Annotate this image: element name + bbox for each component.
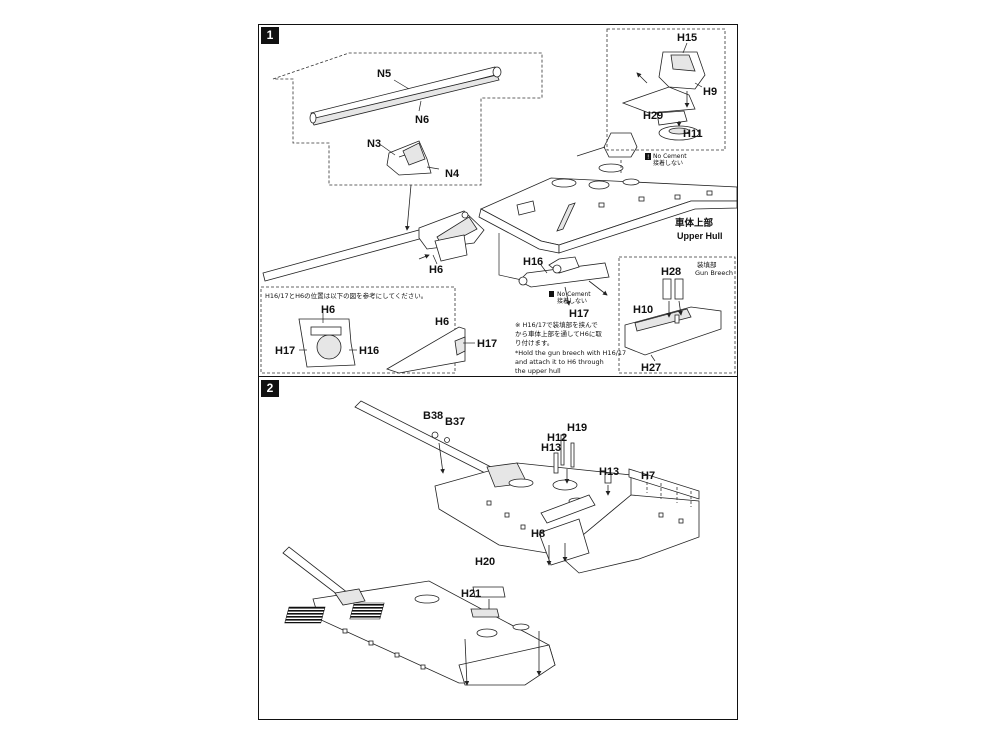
label-n4: N4: [445, 168, 460, 180]
gun-breech-parts: [624, 278, 722, 362]
upper-hull-label-jp: 車体上部: [675, 217, 714, 229]
gun-breech-callout: [618, 256, 736, 374]
note-en-line-2: and attach it to H6 through: [515, 358, 604, 366]
instruction-sheet: 1 2: [258, 24, 738, 720]
engine-deck-parts: [464, 586, 542, 686]
note-jp-line-2: から車体上部を通してH6に取: [515, 329, 602, 338]
label-h28: H28: [661, 266, 681, 278]
label-n5: N5: [377, 68, 391, 80]
periscope-parts: [431, 431, 612, 496]
upper-hull-step2-top: [354, 400, 700, 574]
position-front-view: [298, 313, 357, 368]
label-pos-h6b: H6: [435, 316, 449, 328]
no-cement-small-jp: 接着しない: [557, 297, 587, 305]
cupola-callout: [606, 28, 726, 151]
label-h17: H17: [569, 308, 589, 320]
note-jp-line-1: ※ H16/17で装填部を挟んで: [515, 320, 598, 329]
label-pos-h17a: H17: [275, 345, 295, 357]
gun-mount-h6: [434, 234, 468, 262]
label-h21: H21: [461, 588, 481, 600]
label-h9: H9: [703, 86, 717, 98]
note-jp-line-3: り付けます。: [515, 338, 553, 347]
barrel-half-n5-n6: [309, 66, 502, 126]
step-1-number: 1: [261, 27, 279, 44]
label-pos-h16a: H16: [359, 345, 379, 357]
main-gun-barrel: [262, 210, 485, 282]
label-h19: H19: [567, 422, 587, 434]
label-h15: H15: [677, 32, 697, 44]
upper-hull-step1: [478, 163, 738, 254]
no-cement-jp: 接着しない: [653, 159, 683, 167]
label-n6: N6: [415, 114, 429, 126]
label-h7: H7: [641, 470, 655, 482]
label-h10: H10: [633, 304, 653, 316]
gun-breech-h16-h17: [498, 233, 610, 306]
no-cement-en: No Cement: [653, 153, 687, 160]
assembly-diagram: !: [260, 28, 738, 686]
barrel-parts-callout: [272, 52, 543, 186]
mantlet-n3-n4: [386, 140, 432, 176]
svg-text:!: !: [647, 154, 649, 161]
commander-cupola: [576, 132, 638, 175]
label-h29: H29: [643, 110, 663, 122]
step-2-number: 2: [261, 380, 279, 397]
label-pos-h17b: H17: [477, 338, 497, 350]
side-skirt-h7: [628, 468, 700, 507]
label-pos-h6a: H6: [321, 304, 335, 316]
label-h11: H11: [683, 128, 703, 140]
gun-breech-label-en: Gun Breech: [695, 269, 733, 277]
label-h13-a: H13: [541, 442, 561, 454]
label-h16: H16: [523, 256, 543, 268]
no-cement-small-icon: [549, 291, 554, 297]
label-h13-b: H13: [599, 466, 619, 478]
note-en-line-1: *Hold the gun breech with H16/17: [515, 349, 626, 357]
upper-hull-step2-bottom: [282, 546, 556, 686]
no-cement-small-en: No Cement: [557, 291, 591, 298]
upper-hull-label-en: Upper Hull: [677, 231, 723, 241]
label-b37: B37: [445, 416, 465, 428]
label-n3: N3: [367, 138, 381, 150]
no-cement-icon: [645, 153, 651, 160]
position-box-title: H16/17とH6の位置は以下の図を参考にしてください。: [265, 291, 427, 300]
position-side-view: [386, 326, 475, 374]
label-h8: H8: [531, 528, 545, 540]
label-h27: H27: [641, 362, 661, 374]
position-reference-box: [260, 286, 456, 374]
label-h12: H12: [547, 432, 567, 444]
label-b38: B38: [423, 410, 443, 422]
label-h20: H20: [475, 556, 495, 568]
front-plate-h8: [538, 518, 590, 566]
step-divider: [259, 376, 737, 377]
label-h6: H6: [429, 264, 443, 276]
note-en-line-3: the upper hull: [515, 367, 561, 375]
cupola-parts: [621, 42, 706, 141]
gun-breech-label-jp: 装填部: [697, 260, 717, 269]
